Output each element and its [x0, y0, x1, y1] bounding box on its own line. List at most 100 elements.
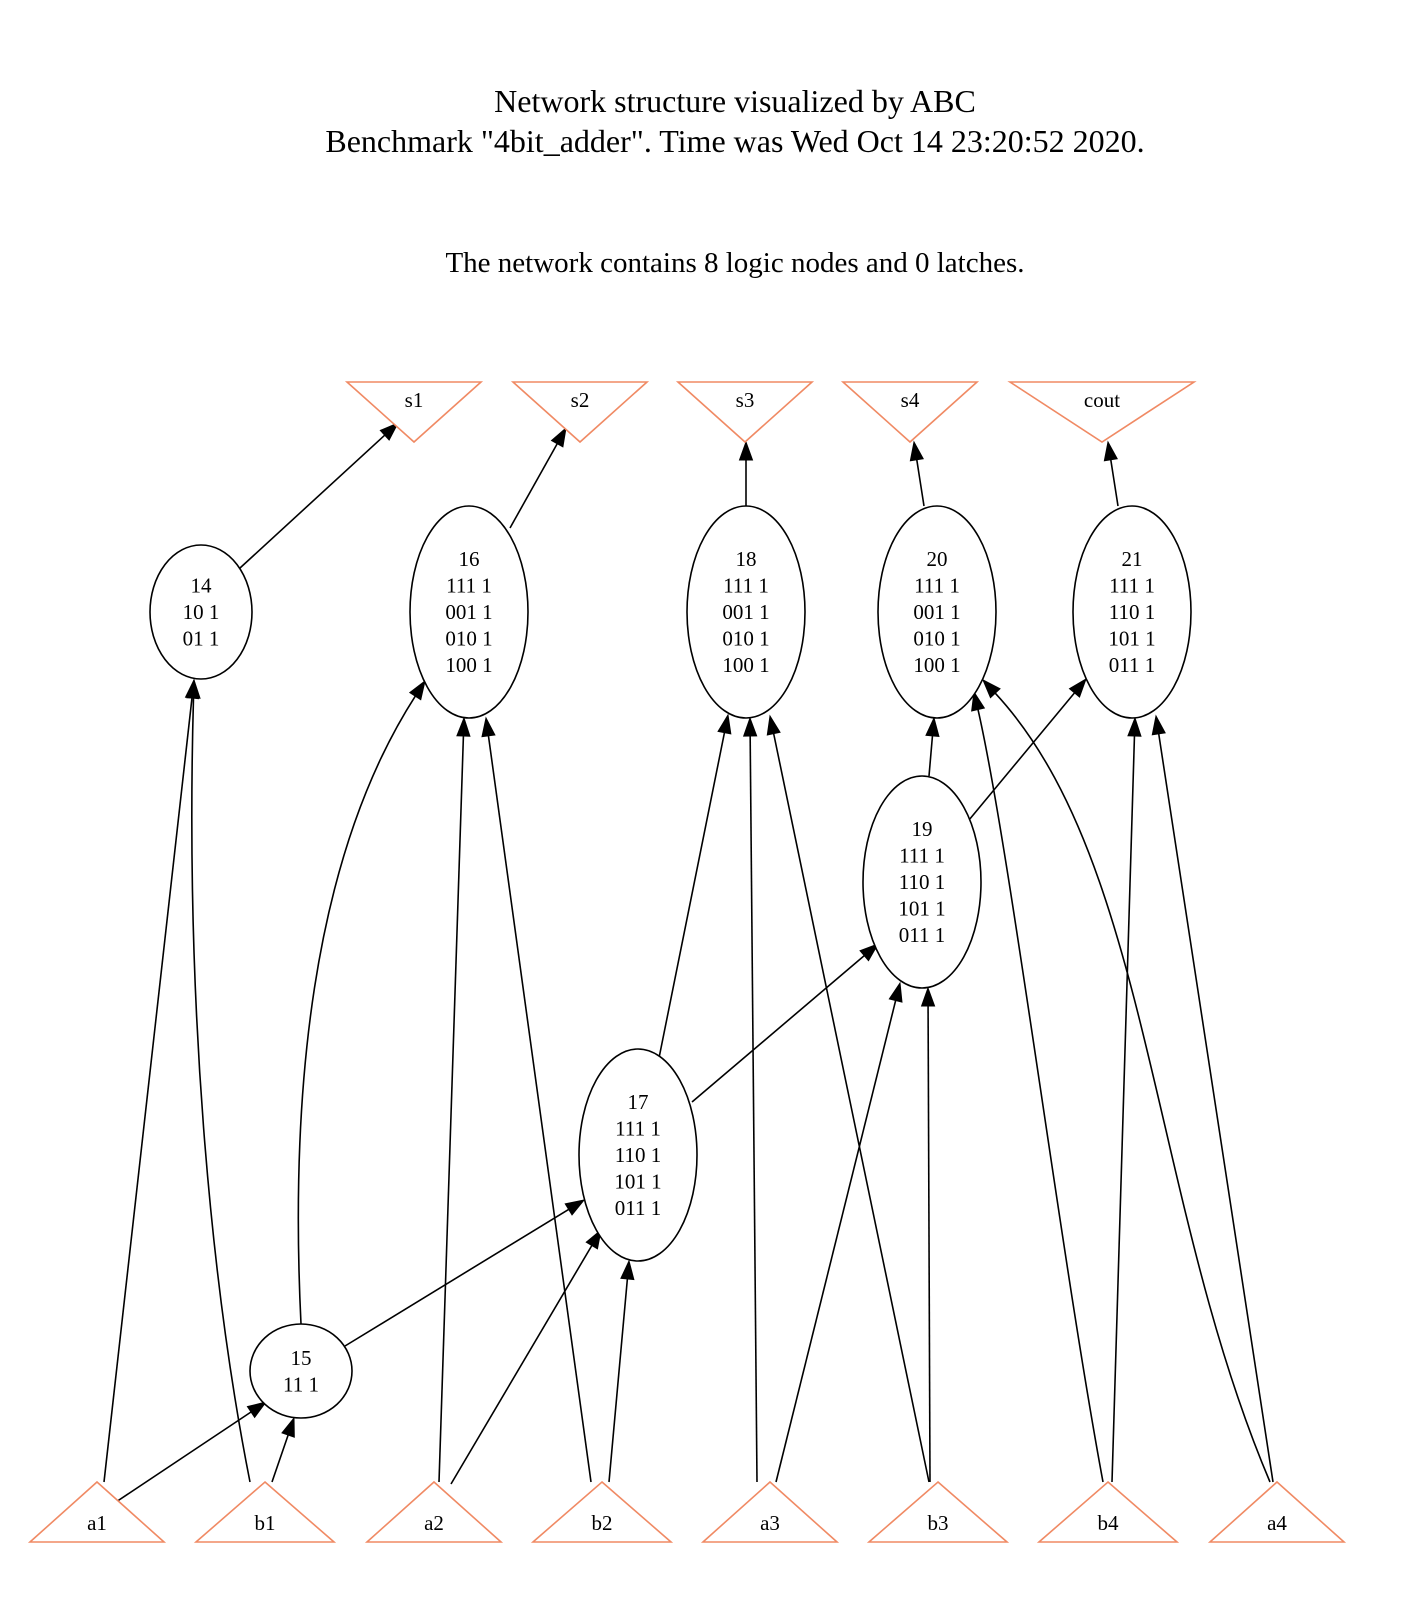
- edges-layer: [103, 422, 1274, 1503]
- edge-n15-to-n17: [344, 1199, 586, 1347]
- edge-b4-to-n20: [971, 690, 1104, 1483]
- edge-line: [1157, 733, 1274, 1483]
- input-node-a1: a1: [27, 1480, 167, 1543]
- input-triangle: [193, 1480, 337, 1543]
- logic-node-id: 17: [628, 1090, 649, 1114]
- arrowhead: [1151, 714, 1166, 736]
- arrowhead: [971, 690, 986, 712]
- arrowhead: [766, 714, 781, 736]
- edge-n21-to-cout: [1103, 440, 1119, 507]
- edge-a1-to-n15: [115, 1401, 268, 1503]
- input-label: a3: [760, 1511, 780, 1535]
- edge-line: [927, 1005, 931, 1483]
- logic-node-ellipse: [409, 505, 529, 719]
- input-label: a4: [1267, 1511, 1287, 1535]
- output-node-s3: s3: [675, 381, 815, 444]
- input-node-a2: a2: [364, 1480, 504, 1543]
- arrowhead: [620, 1259, 635, 1281]
- edge-line: [297, 695, 416, 1325]
- logic-node-cube: 10 1: [183, 600, 220, 624]
- logic-node-cube: 010 1: [445, 627, 492, 651]
- logic-node-ellipse: [1072, 505, 1192, 719]
- arrowhead: [585, 1228, 602, 1250]
- output-triangle: [840, 381, 980, 444]
- logic-node-cube: 01 1: [183, 627, 220, 651]
- arrowhead: [550, 426, 567, 448]
- edge-a3-to-n18: [742, 716, 758, 1483]
- input-label: a2: [424, 1511, 444, 1535]
- logic-node-ellipse: [578, 1048, 698, 1262]
- edge-b3-to-n18: [766, 714, 930, 1483]
- logic-node-id: 14: [191, 574, 213, 598]
- edge-line: [191, 697, 251, 1483]
- input-node-b4: b4: [1036, 1480, 1180, 1543]
- arrowhead: [564, 1199, 586, 1216]
- network-info: The network contains 8 logic nodes and 0…: [445, 247, 1024, 279]
- output-triangle: [675, 381, 815, 444]
- edge-line: [772, 733, 930, 1483]
- output-node-cout: cout: [1007, 381, 1197, 443]
- arrowhead: [246, 1401, 268, 1419]
- input-triangle: [700, 1480, 840, 1543]
- arrowhead: [717, 713, 732, 735]
- input-label: b4: [1098, 1511, 1120, 1535]
- output-label: s3: [736, 388, 755, 412]
- logic-node-cube: 001 1: [913, 600, 960, 624]
- arrowhead: [738, 440, 754, 461]
- edge-n14-to-s1: [239, 422, 400, 569]
- edge-line: [691, 955, 865, 1103]
- edge-line: [749, 735, 758, 1483]
- logic-node-cube: 110 1: [899, 870, 945, 894]
- edge-n17-to-n18: [658, 713, 732, 1059]
- edge-b2-to-n16: [481, 716, 592, 1483]
- logic-node-cube: 101 1: [614, 1170, 661, 1194]
- edge-line: [509, 443, 558, 529]
- input-node-b2: b2: [530, 1480, 674, 1543]
- arrowhead: [408, 679, 426, 701]
- edge-n15-to-n16: [297, 679, 426, 1325]
- arrowhead: [1068, 677, 1087, 698]
- logic-node-cube: 010 1: [722, 627, 769, 651]
- input-node-a4: a4: [1207, 1480, 1347, 1543]
- logic-node-cube: 111 1: [1109, 574, 1155, 598]
- logic-node-cube: 111 1: [899, 844, 945, 868]
- edge-a1-to-n14: [103, 678, 200, 1483]
- logic-node-cube: 111 1: [914, 574, 960, 598]
- edge-n20-to-s4: [909, 440, 925, 507]
- edge-line: [928, 735, 934, 777]
- output-triangle: [344, 381, 484, 444]
- edge-line: [487, 735, 592, 1483]
- logic-node-cube: 101 1: [1108, 627, 1155, 651]
- edge-line: [994, 692, 1271, 1483]
- edge-line: [115, 1411, 252, 1503]
- logic-node-id: 18: [736, 547, 757, 571]
- arrowhead: [456, 716, 471, 737]
- logic-node-id: 16: [459, 547, 480, 571]
- logic-node-cube: 001 1: [445, 600, 492, 624]
- arrowhead: [186, 678, 201, 699]
- edge-a2-to-n16: [438, 716, 471, 1483]
- logic-node-id: 19: [912, 817, 933, 841]
- arrowhead: [925, 716, 940, 738]
- logic-node-cube: 100 1: [913, 653, 960, 677]
- logic-node-ellipse: [249, 1323, 353, 1419]
- input-triangle: [1036, 1480, 1180, 1543]
- logic-node-id: 21: [1122, 547, 1143, 571]
- arrowhead: [859, 943, 880, 962]
- arrowhead: [281, 1416, 295, 1438]
- edge-a4-to-n21: [1151, 714, 1274, 1483]
- edge-n19-to-n21: [968, 677, 1087, 821]
- output-node-s1: s1: [344, 381, 484, 444]
- edge-b1-to-n15: [271, 1416, 295, 1483]
- arrowhead: [909, 440, 924, 462]
- input-label: b2: [592, 1511, 613, 1535]
- edge-line: [103, 697, 193, 1483]
- arrowhead: [1127, 716, 1142, 737]
- logic-node-cube: 100 1: [722, 653, 769, 677]
- input-node-b3: b3: [866, 1480, 1010, 1543]
